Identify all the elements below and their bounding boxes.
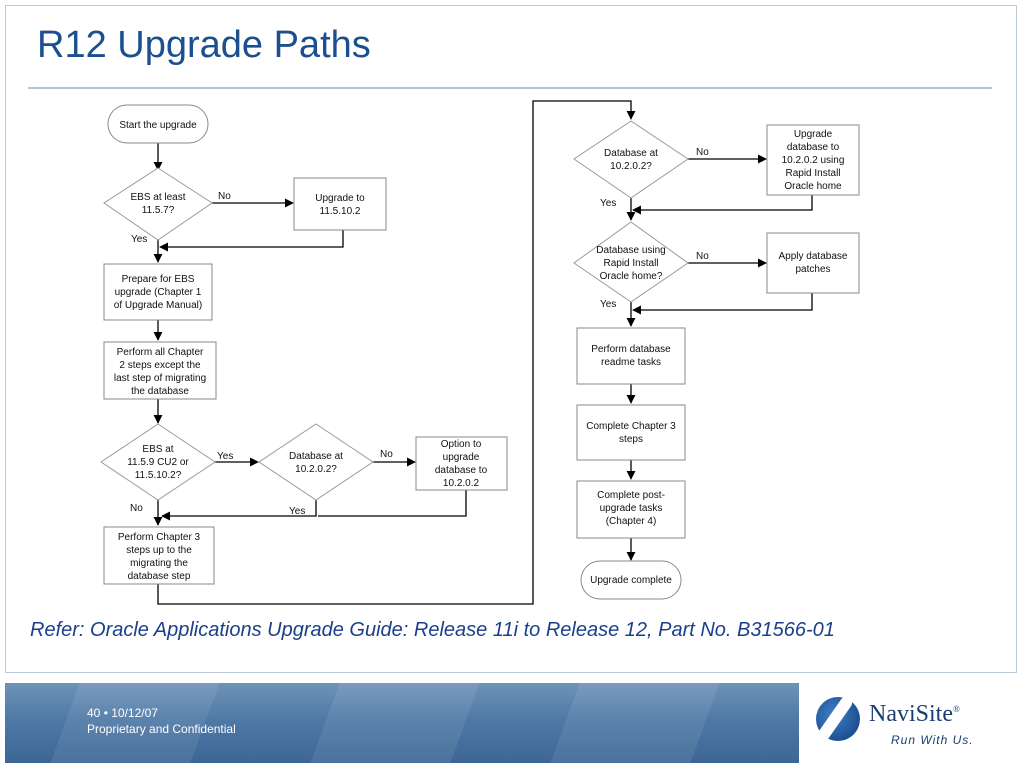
node-complete-chapter-3: Complete Chapter 3 steps xyxy=(576,404,686,461)
node-option-line-1: Option to xyxy=(441,439,482,450)
node-complete-ch3-line-1: Complete Chapter 3 xyxy=(586,421,676,432)
node-upgrade-database-rapid-install: Upgrade database to 10.2.0.2 using Rapid… xyxy=(766,124,860,196)
logo-name: NaviSite® xyxy=(869,701,960,727)
node-prepare-line-1: Prepare for EBS xyxy=(122,274,195,285)
node-complete-post-line-3: (Chapter 4) xyxy=(606,516,657,527)
node-start-upgrade: Start the upgrade xyxy=(107,104,209,144)
node-perform-database-readme: Perform database readme tasks xyxy=(576,327,686,385)
node-readme-line-2: readme tasks xyxy=(601,357,661,368)
node-perform-chapter-2: Perform all Chapter 2 steps except the l… xyxy=(103,341,217,400)
reference-note: Refer: Oracle Applications Upgrade Guide… xyxy=(30,619,835,641)
node-apply-patches-line-1: Apply database xyxy=(779,251,848,262)
edge-labels: No Yes Yes No No Yes No Yes No Yes xyxy=(130,147,709,517)
node-prepare-line-2: upgrade (Chapter 1 xyxy=(115,287,202,298)
footer-page-line: 40 • 10/12/07 xyxy=(87,705,236,721)
node-apply-database-patches: Apply database patches xyxy=(766,232,860,294)
node-readme-line-1: Perform database xyxy=(591,344,671,355)
node-start-label: Start the upgrade xyxy=(119,120,197,131)
footer-meta: 40 • 10/12/07 Proprietary and Confidenti… xyxy=(87,705,236,737)
decision-db-right-line-2: 10.2.0.2? xyxy=(610,161,652,172)
decision-ebs-at-line-1: EBS at xyxy=(142,444,173,455)
flowchart-connectors-right xyxy=(626,154,813,561)
footer-band: 40 • 10/12/07 Proprietary and Confidenti… xyxy=(5,683,1019,763)
node-option-upgrade-database: Option to upgrade database to 10.2.0.2 xyxy=(415,436,508,491)
node-perform-ch2-line-1: Perform all Chapter xyxy=(117,347,204,358)
node-perform-ch2-line-4: the database xyxy=(131,386,189,397)
edge-label-yes-1: Yes xyxy=(131,234,147,245)
node-perform-ch2-line-3: last step of migrating xyxy=(114,373,206,384)
decision-db-using-line-3: Oracle home? xyxy=(600,271,663,282)
footer-decor xyxy=(310,683,480,763)
node-upgrade-to-line-2: 11.5.10.2 xyxy=(320,206,361,217)
edge-label-no-1: No xyxy=(218,191,231,202)
decision-database-at-right: Database at 10.2.0.2? xyxy=(573,120,689,199)
decision-db-using-line-2: Rapid Install xyxy=(603,258,658,269)
decision-ebs-at-least-line-2: 11.5.7? xyxy=(142,205,175,216)
edge-label-yes-5: Yes xyxy=(600,299,616,310)
node-option-line-3: database to xyxy=(435,465,488,476)
edge-label-no-3: No xyxy=(130,503,143,514)
decision-ebs-at-version: EBS at 11.5.9 CU2 or 11.5.10.2? xyxy=(100,423,216,501)
decision-db-left-line-1: Database at xyxy=(289,451,343,462)
node-option-line-2: upgrade xyxy=(443,452,480,463)
slide-title: R12 Upgrade Paths xyxy=(37,24,371,66)
decision-database-using-rapid-install: Database using Rapid Install Oracle home… xyxy=(573,221,689,303)
edge-label-no-4: No xyxy=(696,147,709,158)
node-complete-ch3-line-2: steps xyxy=(619,434,643,445)
edge-label-no-5: No xyxy=(696,251,709,262)
node-upgrade-db-line-1: Upgrade xyxy=(794,129,833,140)
decision-db-using-line-1: Database using xyxy=(596,245,666,256)
title-divider xyxy=(28,87,992,89)
decision-ebs-at-least: EBS at least 11.5.7? xyxy=(103,167,213,241)
logo-tagline: Run With Us. xyxy=(891,733,974,747)
footer-separator: • xyxy=(103,706,108,720)
node-upgrade-to-11-5-10-2: Upgrade to 11.5.10.2 xyxy=(293,177,387,231)
node-upgrade-complete: Upgrade complete xyxy=(580,560,682,600)
decision-ebs-at-least-line-1: EBS at least xyxy=(130,192,185,203)
node-complete-post-line-2: upgrade tasks xyxy=(600,503,663,514)
node-upgrade-to-line-1: Upgrade to xyxy=(315,193,365,204)
footer-date: 10/12/07 xyxy=(111,706,158,720)
node-perform-ch2-line-2: 2 steps except the xyxy=(119,360,201,371)
page-number: 40 xyxy=(87,706,101,720)
edge-label-yes-2: Yes xyxy=(217,451,233,462)
decision-db-right-line-1: Database at xyxy=(604,148,658,159)
node-upgrade-db-line-2: database to xyxy=(787,142,840,153)
node-upgrade-db-line-5: Oracle home xyxy=(784,181,842,192)
node-option-line-4: 10.2.0.2 xyxy=(443,478,480,489)
decision-ebs-at-line-2: 11.5.9 CU2 or xyxy=(127,457,189,468)
edge-label-yes-3: Yes xyxy=(289,506,305,517)
node-upgrade-db-line-4: Rapid Install xyxy=(785,168,840,179)
edge-label-yes-4: Yes xyxy=(600,198,616,209)
node-perform-ch3-line-3: migrating the xyxy=(130,558,188,569)
decision-db-left-line-2: 10.2.0.2? xyxy=(295,464,337,475)
navisite-swoosh-icon xyxy=(816,697,860,741)
decision-ebs-at-line-3: 11.5.10.2? xyxy=(135,470,182,481)
node-perform-ch3-line-4: database step xyxy=(128,571,191,582)
node-perform-chapter-3-partial: Perform Chapter 3 steps up to the migrat… xyxy=(103,526,215,585)
node-perform-ch3-line-1: Perform Chapter 3 xyxy=(118,532,201,543)
node-complete-post-line-1: Complete post- xyxy=(597,490,665,501)
flowchart-connectors xyxy=(153,100,636,605)
footer-decor xyxy=(550,683,720,763)
node-complete-post-upgrade: Complete post- upgrade tasks (Chapter 4) xyxy=(576,480,686,539)
node-prepare-ebs-upgrade: Prepare for EBS upgrade (Chapter 1 of Up… xyxy=(103,263,213,321)
decision-database-at-left: Database at 10.2.0.2? xyxy=(258,423,374,501)
edge-label-no-2: No xyxy=(380,449,393,460)
node-end-label: Upgrade complete xyxy=(590,575,672,586)
node-upgrade-db-line-3: 10.2.0.2 using xyxy=(782,155,845,166)
navisite-logo: NaviSite® Run With Us. xyxy=(799,683,1019,763)
node-prepare-line-3: of Upgrade Manual) xyxy=(114,300,202,311)
node-apply-patches-line-2: patches xyxy=(795,264,830,275)
node-perform-ch3-line-2: steps up to the xyxy=(126,545,192,556)
footer-confidential: Proprietary and Confidential xyxy=(87,722,236,736)
